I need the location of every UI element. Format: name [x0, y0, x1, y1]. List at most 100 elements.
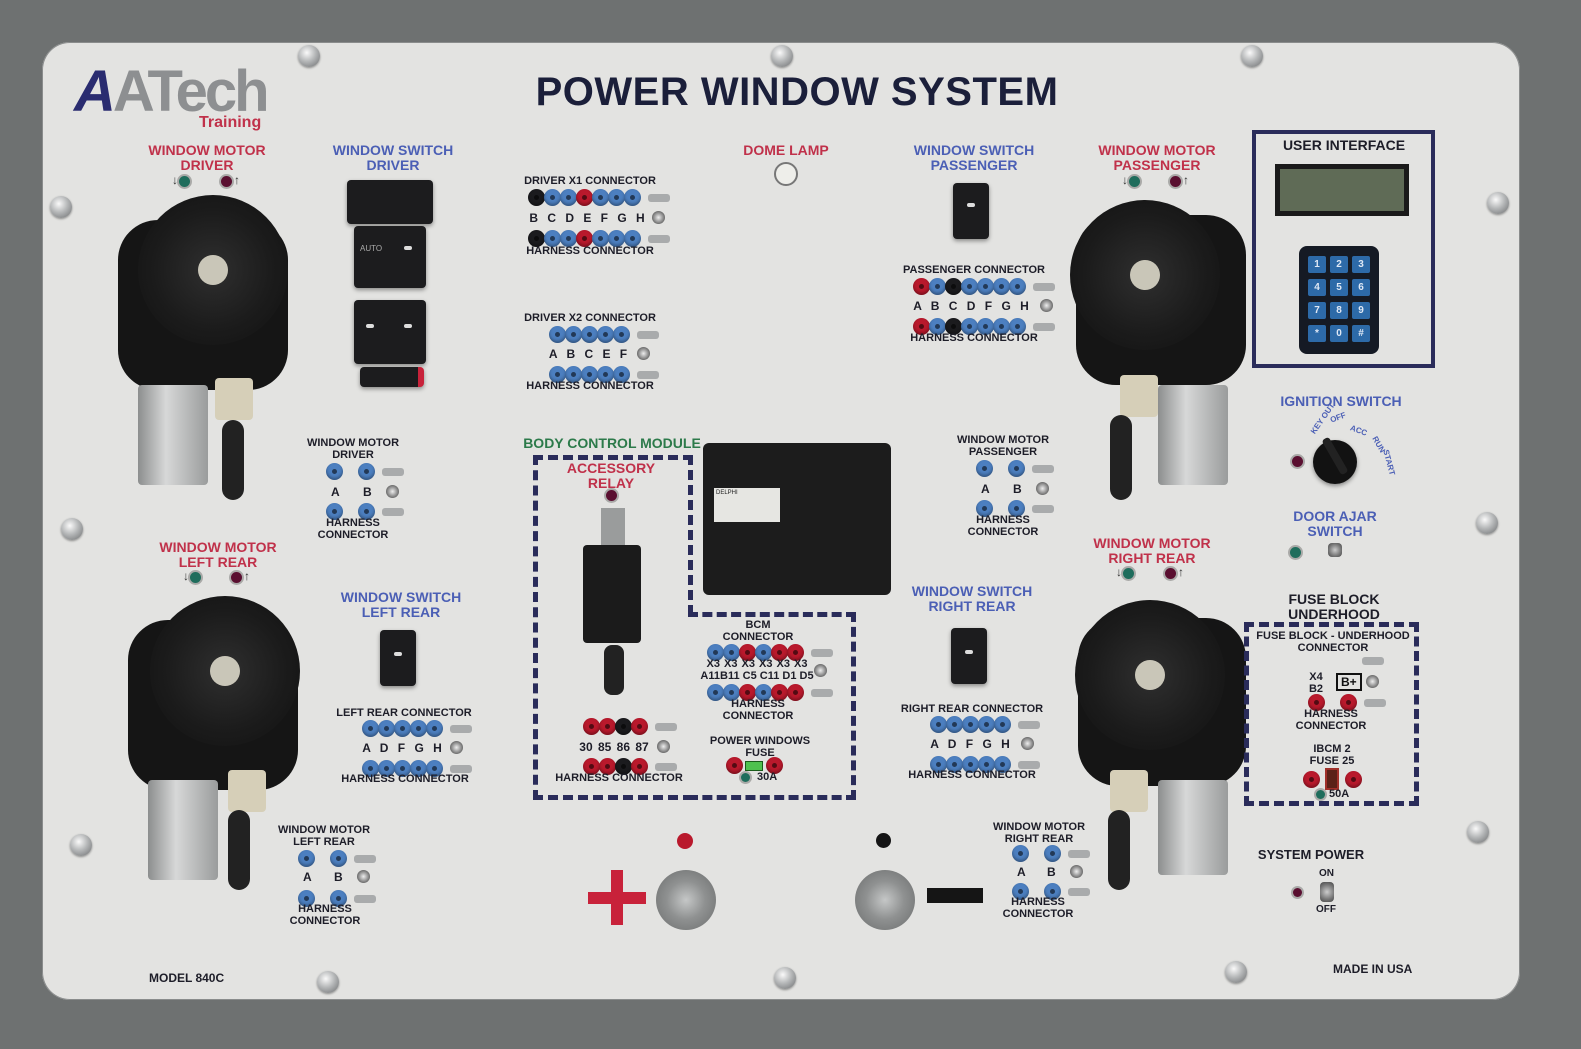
door-ajar-toggle[interactable]: [1328, 543, 1342, 557]
jack[interactable]: [560, 230, 577, 247]
jack[interactable]: [576, 189, 593, 206]
jack[interactable]: [581, 366, 598, 383]
jack[interactable]: [426, 760, 443, 777]
driver-switch-front-button[interactable]: AUTO: [354, 226, 426, 288]
jack[interactable]: [581, 326, 598, 343]
jack[interactable]: [326, 503, 343, 520]
jack[interactable]: [597, 326, 614, 343]
passenger-switch[interactable]: [953, 183, 989, 239]
jack[interactable]: [608, 189, 625, 206]
jack[interactable]: [1345, 770, 1362, 788]
jack[interactable]: [977, 318, 994, 335]
jack[interactable]: [358, 503, 375, 520]
jack[interactable]: [528, 230, 545, 247]
jack[interactable]: [615, 758, 632, 775]
jack[interactable]: [961, 318, 978, 335]
jack[interactable]: [723, 684, 740, 701]
jack[interactable]: [978, 716, 995, 733]
jack[interactable]: [410, 720, 427, 737]
key-6[interactable]: 6: [1352, 279, 1370, 296]
jack[interactable]: [608, 230, 625, 247]
jack[interactable]: [631, 758, 648, 775]
key-8[interactable]: 8: [1330, 302, 1348, 319]
jack[interactable]: [1303, 770, 1320, 788]
positive-terminal[interactable]: [656, 870, 716, 930]
system-power-toggle[interactable]: [1320, 882, 1334, 902]
jack[interactable]: [993, 318, 1010, 335]
key-2[interactable]: 2: [1330, 256, 1348, 273]
jack[interactable]: [787, 644, 804, 661]
window-lockout-button[interactable]: [360, 367, 424, 387]
jack[interactable]: [394, 760, 411, 777]
jack[interactable]: [631, 718, 648, 735]
jack[interactable]: [707, 644, 724, 661]
jack[interactable]: [1044, 845, 1061, 862]
key-4[interactable]: 4: [1308, 279, 1326, 296]
jack[interactable]: [1008, 460, 1025, 477]
positive-test-jack[interactable]: [677, 833, 693, 849]
jack[interactable]: [929, 318, 946, 335]
jack[interactable]: [613, 326, 630, 343]
jack[interactable]: [723, 644, 740, 661]
jack[interactable]: [1008, 500, 1025, 517]
jack[interactable]: [597, 366, 614, 383]
jack[interactable]: [410, 760, 427, 777]
jack[interactable]: [624, 189, 641, 206]
jack[interactable]: [1308, 694, 1325, 711]
jack[interactable]: [946, 756, 963, 773]
jack[interactable]: [544, 230, 561, 247]
jack[interactable]: [771, 644, 788, 661]
jack[interactable]: [930, 716, 947, 733]
jack[interactable]: [913, 278, 930, 295]
jack[interactable]: [1009, 318, 1026, 335]
jack[interactable]: [583, 758, 600, 775]
negative-terminal[interactable]: [855, 870, 915, 930]
jack[interactable]: [755, 644, 772, 661]
jack[interactable]: [771, 684, 788, 701]
jack[interactable]: [560, 189, 577, 206]
jack[interactable]: [565, 326, 582, 343]
jack[interactable]: [766, 757, 783, 774]
right-rear-switch[interactable]: [951, 628, 987, 684]
jack[interactable]: [330, 890, 347, 907]
jack[interactable]: [913, 318, 930, 335]
jack[interactable]: [624, 230, 641, 247]
key-0[interactable]: 0: [1330, 325, 1348, 342]
left-rear-switch[interactable]: [380, 630, 416, 686]
ignition-knob[interactable]: [1313, 440, 1357, 484]
jack[interactable]: [993, 278, 1010, 295]
jack[interactable]: [583, 718, 600, 735]
jack[interactable]: [930, 756, 947, 773]
jack[interactable]: [945, 318, 962, 335]
jack[interactable]: [755, 684, 772, 701]
jack[interactable]: [592, 230, 609, 247]
jack[interactable]: [362, 760, 379, 777]
jack[interactable]: [994, 716, 1011, 733]
jack[interactable]: [946, 716, 963, 733]
key-9[interactable]: 9: [1352, 302, 1370, 319]
jack[interactable]: [977, 278, 994, 295]
key-star[interactable]: *: [1308, 325, 1326, 342]
jack[interactable]: [528, 189, 545, 206]
jack[interactable]: [576, 230, 593, 247]
jack[interactable]: [961, 278, 978, 295]
jack[interactable]: [549, 366, 566, 383]
jack[interactable]: [962, 716, 979, 733]
jack[interactable]: [298, 850, 315, 867]
jack[interactable]: [994, 756, 1011, 773]
jack[interactable]: [945, 278, 962, 295]
jack[interactable]: [739, 644, 756, 661]
jack[interactable]: [707, 684, 724, 701]
jack[interactable]: [1012, 883, 1029, 900]
jack[interactable]: [358, 463, 375, 480]
jack[interactable]: [330, 850, 347, 867]
jack[interactable]: [1340, 694, 1357, 711]
jack[interactable]: [1009, 278, 1026, 295]
jack[interactable]: [929, 278, 946, 295]
jack[interactable]: [787, 684, 804, 701]
jack[interactable]: [599, 758, 616, 775]
jack[interactable]: [378, 720, 395, 737]
jack[interactable]: [976, 500, 993, 517]
jack[interactable]: [565, 366, 582, 383]
jack[interactable]: [615, 718, 632, 735]
